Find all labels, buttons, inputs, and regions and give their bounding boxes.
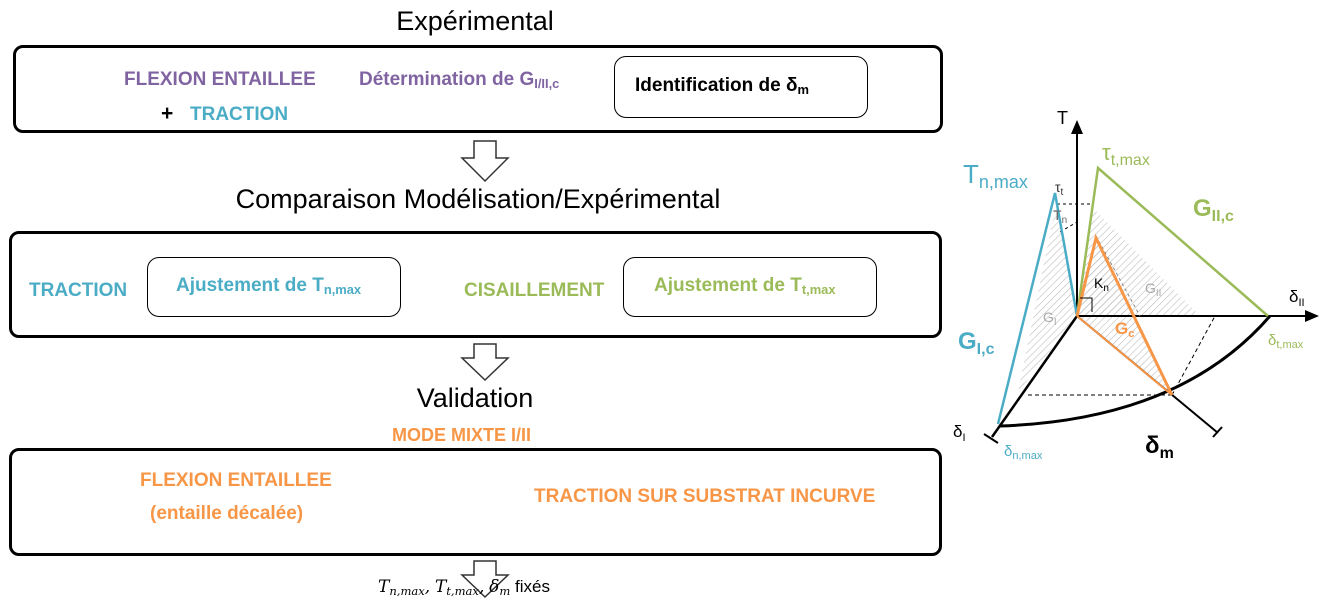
label-identification-delta-m: Identification de δm	[635, 75, 809, 98]
delta-i-axis-tick	[983, 433, 999, 444]
label-tn-max: Tn,max	[963, 159, 1028, 192]
t-axis-arrowhead	[1071, 120, 1083, 134]
box-validation: FLEXION ENTAILLEE (entaille décalée) TRA…	[9, 448, 942, 556]
label-adjust-tt-max: Ajustement de Tt,max	[654, 275, 836, 298]
label-tn: Tn	[1053, 207, 1067, 226]
label-flexion-entaillee-2: FLEXION ENTAILLEE	[140, 470, 332, 491]
mixed-mode-triangle	[1075, 233, 1174, 396]
delta-ii-axis-arrowhead	[1305, 310, 1319, 322]
label-delta-m: δm	[1145, 432, 1174, 462]
box-identification-delta-m: Identification de δm	[614, 56, 868, 118]
label-adjust-tn-max: Ajustement de Tn,max	[176, 275, 362, 298]
label-delta-n-max: δn,max	[1004, 443, 1043, 462]
box-comparison: TRACTION Ajustement de Tn,max CISAILLEME…	[9, 231, 942, 338]
dashed-line-2	[1171, 315, 1216, 396]
label-traction-2: TRACTION	[29, 280, 128, 301]
label-mode-mixte: MODE MIXTE I/II	[392, 425, 532, 445]
down-arrow-icon	[460, 343, 510, 382]
mixed-mode-base	[1076, 315, 1173, 396]
label-g-ii-c: GII,c	[1193, 195, 1234, 225]
mode-ii-triangle	[1075, 165, 1269, 317]
down-arrow-icon	[460, 140, 510, 183]
label-entaille-decalee: (entaille décalée)	[150, 503, 304, 524]
title-validation: Validation	[416, 383, 534, 413]
label-tau-t: τt	[1055, 179, 1064, 198]
label-delta-ii: δII	[1289, 287, 1305, 309]
label-delta-i: δI	[953, 422, 966, 444]
output-fixed-parameters: Tn,max, Tt,max, δm fixés	[378, 577, 550, 598]
box-experimental: FLEXION ENTAILLEE Détermination de GI/II…	[13, 45, 943, 133]
label-g-c: Gc	[1115, 319, 1134, 340]
title-experimental: Expérimental	[396, 6, 554, 36]
hatched-region-mode-i	[1018, 204, 1077, 392]
kn-right-angle-mark	[1080, 297, 1093, 312]
label-tau-t-max: τt,max	[1102, 140, 1150, 169]
label-plus: +	[161, 102, 174, 125]
label-traction-substrat-incurve: TRACTION SUR SUBSTRAT INCURVE	[534, 486, 876, 507]
label-kn: Kn	[1094, 275, 1109, 294]
label-delta-t-max: δt,max	[1268, 332, 1304, 351]
label-cisaillement: CISAILLEMENT	[464, 280, 605, 301]
label-g-i-c: GI,c	[958, 328, 995, 358]
delta-m-axis-tick	[1212, 426, 1223, 438]
label-t: T	[1057, 108, 1068, 128]
box-adjust-tt-max: Ajustement de Tt,max	[623, 257, 877, 317]
label-g-ii: GII	[1145, 280, 1161, 299]
label-flexion-entaillee: FLEXION ENTAILLEE	[124, 69, 316, 90]
title-comparison: Comparaison Modélisation/Expérimental	[235, 184, 721, 214]
label-traction: TRACTION	[190, 104, 289, 125]
mode-i-triangle	[996, 192, 1079, 425]
label-determination-g: Détermination de GI/II,c	[359, 69, 560, 92]
cohesive-law-diagram: T τt,max Tn,max τt Tn GII,c Kn GII GI Gc…	[953, 108, 1319, 462]
label-g-i: GI	[1043, 309, 1057, 328]
box-adjust-tn-max: Ajustement de Tn,max	[147, 257, 401, 317]
down-arrow-icon	[460, 560, 510, 599]
delta-i-axis	[990, 315, 1079, 438]
